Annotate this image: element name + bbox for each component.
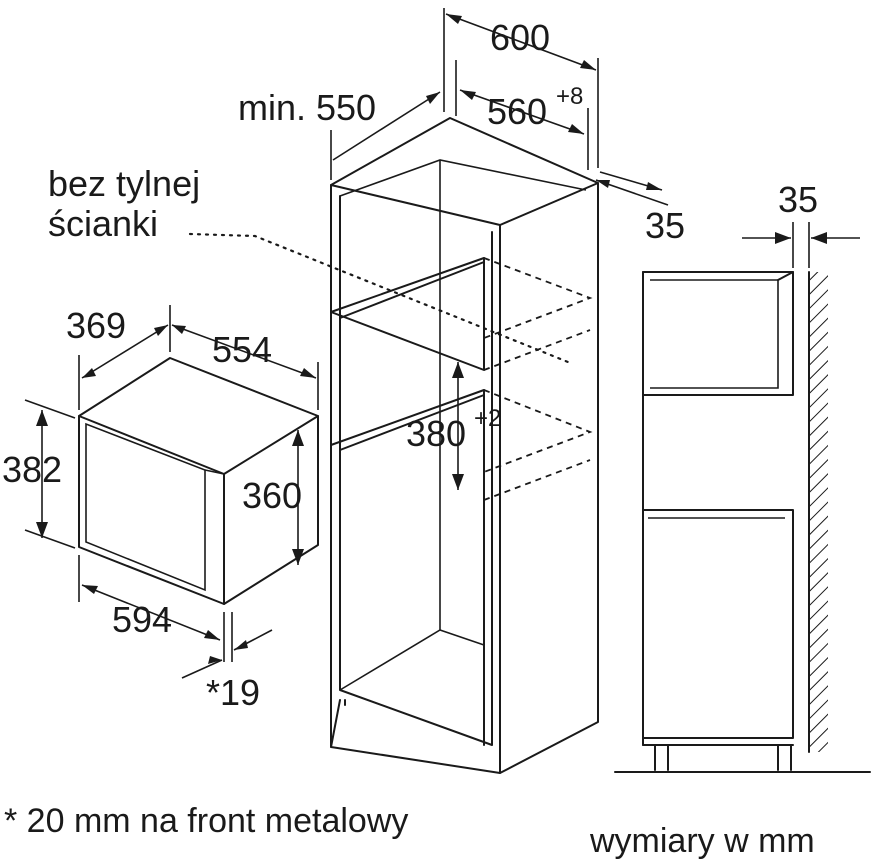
microwave-unit [78, 357, 319, 605]
no-back-panel-label-line1: bez tylnej [48, 163, 200, 204]
dimension-lines [24, 8, 860, 679]
niche-height-tolerance: +2 [474, 405, 501, 432]
device-height-label: 382 [2, 449, 62, 490]
footnote: * 20 mm na front metalowy [4, 802, 408, 840]
device-height-inner-label: 360 [242, 475, 302, 516]
tall-cabinet [188, 117, 599, 774]
cabinet-depth-min-label: min. 550 [238, 87, 376, 128]
arrowheads [36, 14, 827, 664]
device-depth-label: 369 [66, 305, 126, 346]
cabinet-width-label: 600 [490, 17, 550, 58]
device-width-front-label: 594 [112, 599, 172, 640]
front-thickness-label: *19 [206, 672, 260, 713]
side-offset-label: 35 [645, 205, 685, 246]
wall-gap-label: 35 [778, 179, 818, 220]
niche-width-label: 560 [487, 91, 547, 132]
no-back-panel-label-line2: ścianki [48, 203, 158, 244]
niche-width-tolerance: +8 [556, 83, 583, 110]
device-width-top-label: 554 [212, 329, 272, 370]
side-view [614, 271, 871, 773]
niche-height-label: 380 [406, 413, 466, 454]
units-note: wymiary w mm [589, 822, 815, 860]
